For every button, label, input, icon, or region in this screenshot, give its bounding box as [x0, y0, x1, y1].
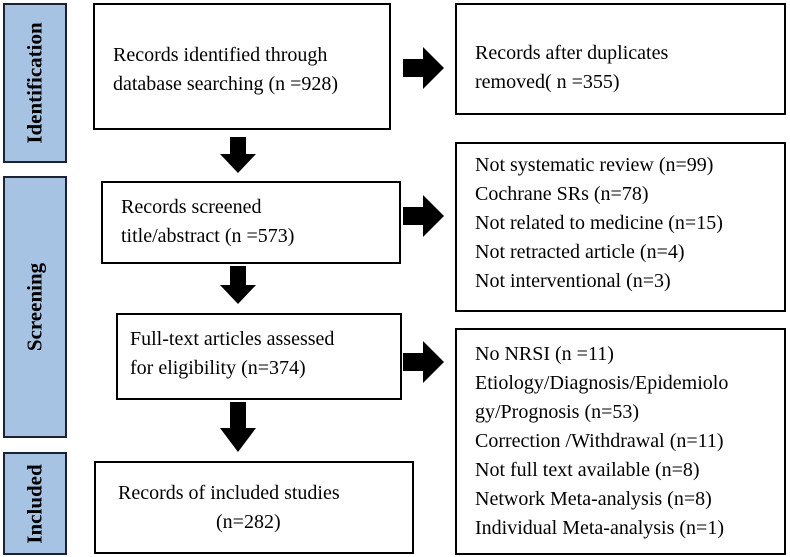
box-fulltext-assessed: Full-text articles assessed for eligibil… — [116, 313, 402, 400]
box-included-studies: Records of included studies (n=282) — [94, 461, 414, 554]
box-records-screened: Records screened title/abstract (n =573) — [101, 181, 401, 264]
arrow-right-icon — [403, 47, 444, 89]
fulltext-excluded-item: Network Meta-analysis (n=8) — [475, 488, 712, 510]
fulltext-excluded-item: Individual Meta-analysis (n=1) — [475, 517, 724, 539]
box-records-identified-line1: Records identified through — [113, 44, 328, 66]
box-records-identified-line2: database searching (n =928) — [113, 73, 339, 95]
box-duplicates-removed-line2: removed( n =355) — [475, 71, 620, 93]
box-duplicates-removed-line1: Records after duplicates — [475, 42, 669, 64]
stage-identification: Identification — [3, 3, 67, 163]
box-records-screened-line1: Records screened — [121, 196, 262, 218]
screening-excluded-item: Not retracted article (n=4) — [475, 241, 685, 263]
fulltext-excluded-item: Etiology/Diagnosis/Epidemiolo — [475, 372, 729, 394]
fulltext-excluded-item: No NRSI (n =11) — [475, 343, 614, 365]
arrow-right-icon — [403, 341, 444, 383]
stage-screening: Screening — [3, 176, 67, 438]
box-fulltext-assessed-line2: for eligibility (n=374) — [130, 357, 306, 379]
box-included-studies-line2: (n=282) — [216, 511, 281, 533]
arrow-down-icon — [220, 266, 256, 304]
fulltext-excluded-item: Correction /Withdrawal (n=11) — [475, 430, 724, 452]
box-screening-excluded: Not systematic review (n=99) Cochrane SR… — [455, 142, 786, 312]
fulltext-excluded-item: Not full text available (n=8) — [475, 459, 700, 481]
stage-included: Included — [3, 452, 67, 555]
arrow-down-icon — [220, 137, 256, 173]
screening-excluded-item: Not systematic review (n=99) — [475, 154, 714, 176]
box-fulltext-excluded: No NRSI (n =11) Etiology/Diagnosis/Epide… — [455, 328, 786, 555]
box-duplicates-removed: Records after duplicates removed( n =355… — [455, 3, 786, 115]
arrow-down-icon — [220, 402, 256, 452]
screening-excluded-item: Not interventional (n=3) — [475, 270, 671, 292]
box-records-identified: Records identified through database sear… — [93, 3, 391, 130]
screening-excluded-item: Not related to medicine (n=15) — [475, 212, 723, 234]
box-included-studies-line1: Records of included studies — [118, 482, 340, 504]
box-fulltext-assessed-line1: Full-text articles assessed — [130, 328, 335, 350]
screening-excluded-list: Not systematic review (n=99) Cochrane SR… — [475, 151, 784, 296]
box-records-screened-line2: title/abstract (n =573) — [121, 225, 295, 247]
fulltext-excluded-list: No NRSI (n =11) Etiology/Diagnosis/Epide… — [475, 340, 784, 543]
fulltext-excluded-item: gy/Prognosis (n=53) — [475, 401, 640, 423]
screening-excluded-item: Cochrane SRs (n=78) — [475, 183, 649, 205]
arrow-right-icon — [403, 195, 444, 237]
